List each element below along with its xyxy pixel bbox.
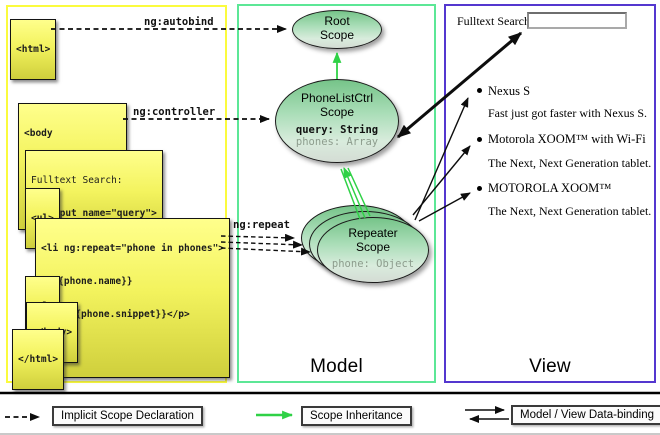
phone-item-title: MOTOROLA XOOM™ (488, 181, 612, 195)
fulltext-search-input[interactable] (527, 12, 627, 29)
legend-scope-inheritance: Scope Inheritance (301, 406, 412, 426)
repeater-scope-ellipse-front: Repeater Scope phone: Object (317, 217, 429, 283)
fulltext-search-label: Fulltext Search: (457, 14, 534, 28)
code-li-repeat: <li ng:repeat="phone in phones"> {{phone… (35, 218, 231, 378)
phone-item-desc: Fast just got faster with Nexus S. (488, 106, 647, 120)
root-scope-subtitle: Scope (319, 27, 355, 42)
code-line: <p>{{phone.snippet}}</p> (41, 309, 190, 320)
code-line: <body (24, 128, 53, 139)
phonelistctrl-scope-ellipse: PhoneListCtrl Scope query: String phones… (275, 79, 399, 163)
phone-item-title: Nexus S (488, 84, 531, 98)
code-line: </html> (18, 354, 59, 365)
phonelistctrl-scope-subtitle: Scope (319, 104, 355, 119)
list-bullet (477, 137, 482, 142)
code-line: <li ng:repeat="phone in phones"> (41, 243, 225, 254)
phonelistctrl-scope-title: PhoneListCtrl (300, 91, 374, 105)
model-column-label: Model (310, 356, 363, 377)
phone-property: phone: Object (331, 258, 415, 270)
code-html-close: </html> (12, 329, 65, 390)
ng-repeat-label: ng:repeat (233, 219, 290, 231)
legend-model-view-databinding: Model / View Data-binding (511, 405, 660, 425)
ng-controller-label: ng:controller (133, 106, 216, 118)
query-property: query: String (295, 124, 379, 136)
list-bullet (477, 186, 482, 191)
repeater-scope-title: Repeater (348, 226, 398, 240)
root-scope-ellipse: Root Scope (292, 10, 382, 49)
repeater-scope-subtitle: Scope (355, 239, 391, 254)
view-column-label: View (529, 356, 571, 377)
root-scope-title: Root (324, 14, 350, 28)
code-line: Fulltext Search: (31, 175, 123, 186)
code-line: <html> (16, 44, 51, 55)
code-line: {{phone.name}} (41, 276, 133, 287)
image-bottom-edge (0, 433, 660, 435)
phone-item-desc: The Next, Next Generation tablet. (488, 156, 652, 170)
code-html-open: <html> (10, 19, 57, 80)
legend-implicit-scope-declaration: Implicit Scope Declaration (52, 406, 203, 426)
list-bullet (477, 88, 482, 93)
phones-property: phones: Array (295, 136, 379, 148)
phone-item-title: Motorola XOOM™ with Wi-Fi (488, 132, 646, 146)
model-column: Model (237, 4, 436, 383)
ng-autobind-label: ng:autobind (144, 16, 214, 28)
phone-item-desc: The Next, Next Generation tablet. (488, 204, 652, 218)
